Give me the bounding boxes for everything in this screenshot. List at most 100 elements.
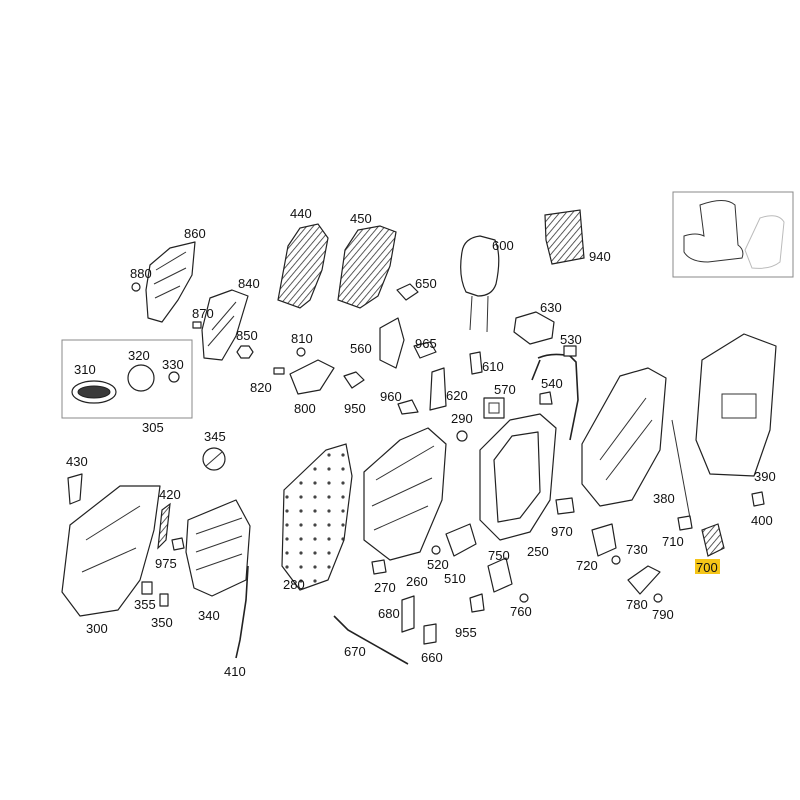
callout-330[interactable]: 330 <box>162 357 184 372</box>
callout-260[interactable]: 260 <box>406 574 428 589</box>
callout-965[interactable]: 965 <box>415 336 437 351</box>
callout-880[interactable]: 880 <box>130 266 152 281</box>
callout-750[interactable]: 750 <box>488 548 510 563</box>
callout-860[interactable]: 860 <box>184 226 206 241</box>
callout-700[interactable]: 700 <box>696 560 718 575</box>
callout-660[interactable]: 660 <box>421 650 443 665</box>
callout-340[interactable]: 340 <box>198 608 220 623</box>
part-820[interactable] <box>273 367 285 375</box>
callout-440[interactable]: 440 <box>290 206 312 221</box>
part-290[interactable] <box>456 430 468 442</box>
callout-270[interactable]: 270 <box>374 580 396 595</box>
part-520[interactable] <box>431 545 441 555</box>
part-420[interactable] <box>157 502 171 550</box>
part-510[interactable] <box>445 523 477 557</box>
part-660[interactable] <box>423 623 437 645</box>
callout-600[interactable]: 600 <box>492 238 514 253</box>
callout-410[interactable]: 410 <box>224 664 246 679</box>
callout-810[interactable]: 810 <box>291 331 313 346</box>
part-790[interactable] <box>653 593 663 603</box>
part-750[interactable] <box>487 557 513 593</box>
part-380[interactable] <box>581 367 667 507</box>
callout-520[interactable]: 520 <box>427 557 449 572</box>
part-260[interactable] <box>363 427 447 561</box>
part-730[interactable] <box>611 555 621 565</box>
callout-310[interactable]: 310 <box>74 362 96 377</box>
callout-975[interactable]: 975 <box>155 556 177 571</box>
part-970[interactable] <box>555 497 575 515</box>
callout-510[interactable]: 510 <box>444 571 466 586</box>
callout-970[interactable]: 970 <box>551 524 573 539</box>
callout-620[interactable]: 620 <box>446 388 468 403</box>
callout-355[interactable]: 355 <box>134 597 156 612</box>
part-530[interactable] <box>531 345 579 441</box>
callout-320[interactable]: 320 <box>128 348 150 363</box>
callout-560[interactable]: 560 <box>350 341 372 356</box>
part-870[interactable] <box>192 321 202 329</box>
part-975[interactable] <box>171 537 185 551</box>
callout-710[interactable]: 710 <box>662 534 684 549</box>
part-400[interactable] <box>751 491 765 507</box>
callout-540[interactable]: 540 <box>541 376 563 391</box>
part-345[interactable] <box>202 447 226 471</box>
part-410[interactable] <box>235 565 249 659</box>
part-650[interactable] <box>396 283 419 301</box>
callout-530[interactable]: 530 <box>560 332 582 347</box>
part-540[interactable] <box>539 391 553 405</box>
callout-820[interactable]: 820 <box>250 380 272 395</box>
callout-870[interactable]: 870 <box>192 306 214 321</box>
callout-630[interactable]: 630 <box>540 300 562 315</box>
callout-720[interactable]: 720 <box>576 558 598 573</box>
part-720[interactable] <box>591 523 617 557</box>
part-430[interactable] <box>67 473 83 505</box>
part-560[interactable] <box>379 317 405 369</box>
part-965[interactable] <box>413 341 437 359</box>
callout-570[interactable]: 570 <box>494 382 516 397</box>
part-840[interactable] <box>201 289 249 361</box>
part-960[interactable] <box>397 399 419 415</box>
callout-955[interactable]: 955 <box>455 625 477 640</box>
callout-420[interactable]: 420 <box>159 487 181 502</box>
callout-280[interactable]: 280 <box>283 577 305 592</box>
callout-960[interactable]: 960 <box>380 389 402 404</box>
part-620[interactable] <box>429 367 447 411</box>
part-955[interactable] <box>469 593 485 613</box>
part-700[interactable] <box>671 419 725 557</box>
part-270[interactable] <box>371 559 387 575</box>
part-310[interactable] <box>71 380 117 404</box>
callout-800[interactable]: 800 <box>294 401 316 416</box>
part-340[interactable] <box>185 499 251 597</box>
callout-780[interactable]: 780 <box>626 597 648 612</box>
part-570[interactable] <box>483 397 505 419</box>
part-800[interactable] <box>289 359 335 395</box>
part-305-kit-box[interactable] <box>61 339 193 419</box>
part-760[interactable] <box>519 593 529 603</box>
callout-610[interactable]: 610 <box>482 359 504 374</box>
part-780[interactable] <box>627 565 661 595</box>
part-250[interactable] <box>479 413 557 541</box>
callout-250[interactable]: 250 <box>527 544 549 559</box>
part-355[interactable] <box>141 581 153 595</box>
callout-840[interactable]: 840 <box>238 276 260 291</box>
callout-400[interactable]: 400 <box>751 513 773 528</box>
part-280[interactable] <box>281 443 353 591</box>
part-610[interactable] <box>469 351 483 375</box>
part-810[interactable] <box>296 347 306 357</box>
part-440[interactable] <box>277 223 329 309</box>
callout-730[interactable]: 730 <box>626 542 648 557</box>
callout-390[interactable]: 390 <box>754 469 776 484</box>
part-860[interactable] <box>145 241 196 323</box>
part-850[interactable] <box>236 345 254 359</box>
callout-305[interactable]: 305 <box>142 420 164 435</box>
callout-950[interactable]: 950 <box>344 401 366 416</box>
callout-430[interactable]: 430 <box>66 454 88 469</box>
seat-overview-thumbnail[interactable] <box>672 191 794 278</box>
part-390[interactable] <box>695 333 777 477</box>
callout-300[interactable]: 300 <box>86 621 108 636</box>
callout-350[interactable]: 350 <box>151 615 173 630</box>
callout-650[interactable]: 650 <box>415 276 437 291</box>
callout-380[interactable]: 380 <box>653 491 675 506</box>
callout-850[interactable]: 850 <box>236 328 258 343</box>
part-880[interactable] <box>131 282 141 292</box>
part-330[interactable] <box>168 371 180 383</box>
